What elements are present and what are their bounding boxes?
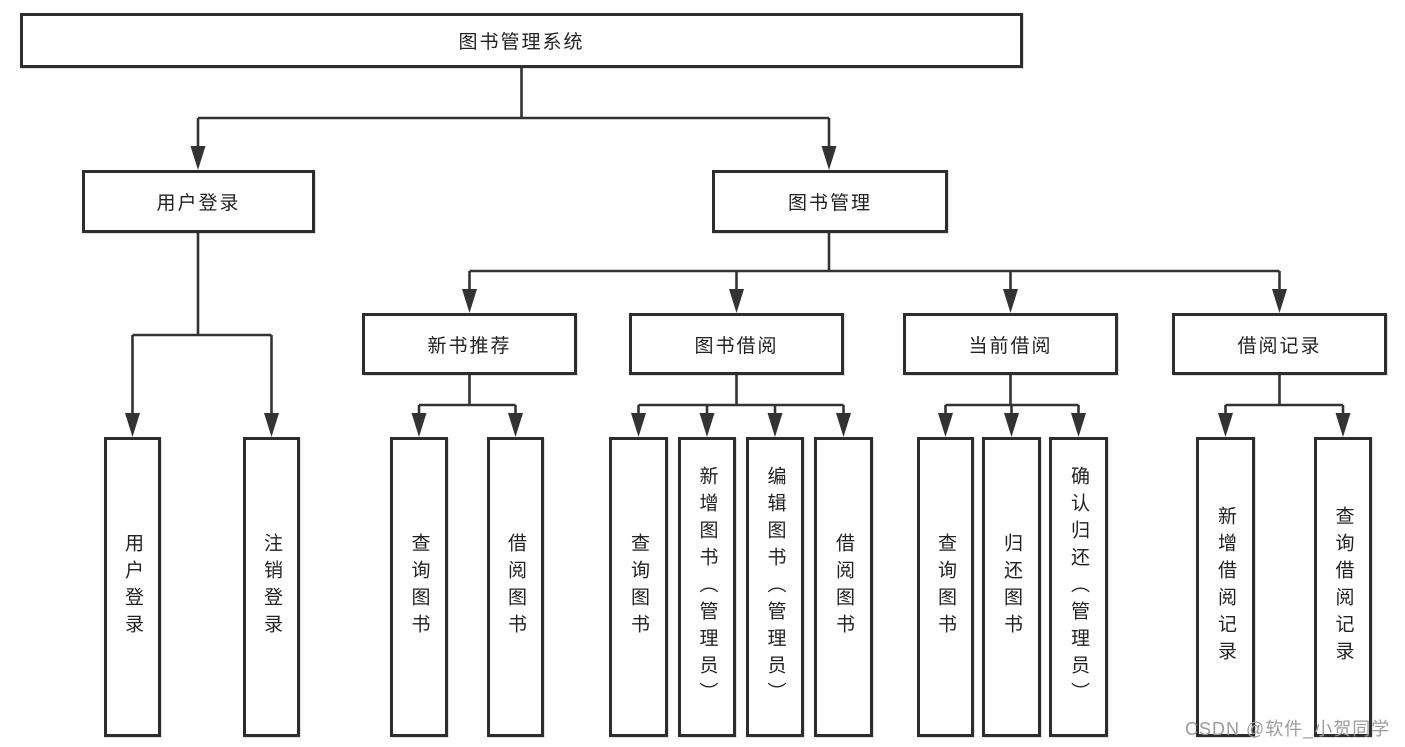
node-root: 图书管理系统 <box>20 13 1023 68</box>
leaf-current-confirm-return-admin: 确认归还（管理员） <box>1049 437 1108 737</box>
leaf-records-query-record: 查询借阅记录 <box>1314 437 1372 737</box>
leaf-current-return-books-label: 归还图书 <box>1001 533 1022 641</box>
leaf-user-login: 用户登录 <box>104 437 161 737</box>
leaf-current-query-books: 查询图书 <box>917 437 974 737</box>
leaf-records-add-record-label: 新增借阅记录 <box>1215 506 1236 668</box>
node-book-borrow: 图书借阅 <box>629 313 844 375</box>
leaf-logout-login-label: 注销登录 <box>261 533 282 641</box>
leaf-current-confirm-return-admin-label: 确认归还（管理员） <box>1068 465 1089 709</box>
leaf-newbook-query-books-label: 查询图书 <box>408 533 430 641</box>
leaf-borrow-edit-books-admin: 编辑图书（管理员） <box>746 437 804 737</box>
leaf-newbook-borrow-books: 借阅图书 <box>487 437 544 737</box>
leaf-records-add-record: 新增借阅记录 <box>1196 437 1255 737</box>
node-borrow-records: 借阅记录 <box>1172 313 1387 375</box>
node-book-management: 图书管理 <box>712 170 948 233</box>
watermark: CSDN @软件_小贺同学 <box>1185 719 1391 739</box>
leaf-user-login-label: 用户登录 <box>122 533 143 641</box>
leaf-logout-login: 注销登录 <box>243 437 300 737</box>
leaf-current-query-books-label: 查询图书 <box>935 533 956 641</box>
node-new-book-recommend: 新书推荐 <box>362 313 577 375</box>
arrowheads <box>125 146 1351 437</box>
leaf-borrow-add-books-admin: 新增图书（管理员） <box>678 437 736 737</box>
node-current-borrow: 当前借阅 <box>903 313 1118 375</box>
leaf-newbook-query-books: 查询图书 <box>390 437 448 737</box>
leaf-borrow-query-books: 查询图书 <box>609 437 668 737</box>
leaf-borrow-borrow-books-label: 借阅图书 <box>833 533 854 641</box>
leaf-records-query-record-label: 查询借阅记录 <box>1332 506 1354 668</box>
leaf-borrow-query-books-label: 查询图书 <box>628 533 649 641</box>
leaf-borrow-borrow-books: 借阅图书 <box>814 437 873 737</box>
leaf-borrow-add-books-admin-label: 新增图书（管理员） <box>696 465 718 709</box>
node-user-login: 用户登录 <box>82 170 315 233</box>
leaf-current-return-books: 归还图书 <box>982 437 1041 737</box>
leaf-newbook-borrow-books-label: 借阅图书 <box>505 533 526 641</box>
leaf-borrow-edit-books-admin-label: 编辑图书（管理员） <box>764 465 786 709</box>
